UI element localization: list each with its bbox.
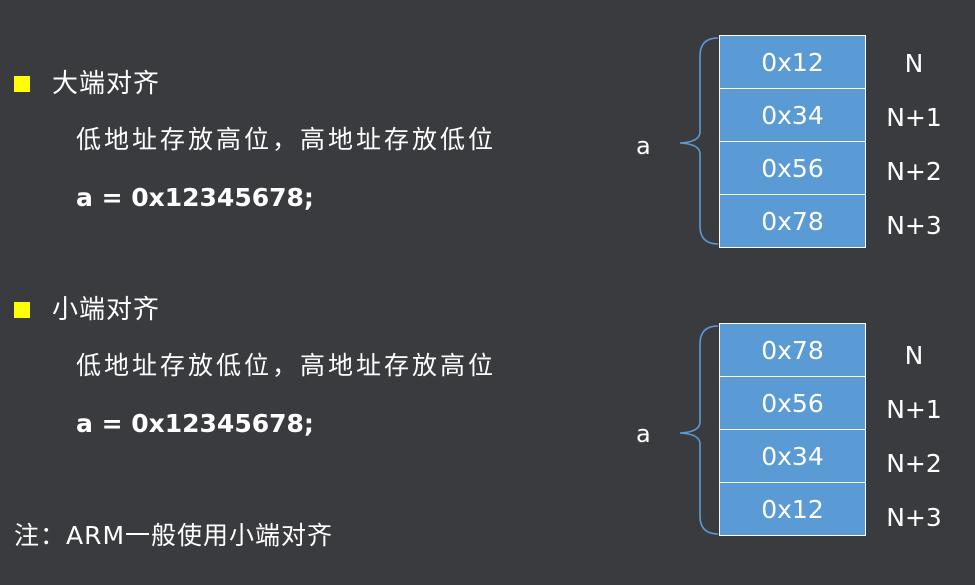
brace-little-endian	[679, 325, 719, 535]
code-big-endian: a = 0x12345678;	[76, 183, 314, 212]
address-label: N+2	[886, 448, 942, 478]
address-label: N+1	[886, 394, 942, 424]
address-label: N+2	[886, 156, 942, 186]
address-label: N	[904, 48, 924, 78]
address-label: N	[904, 340, 924, 370]
memory-cell: 0x56	[720, 377, 865, 430]
var-label-big-endian: a	[636, 132, 651, 160]
note-text: 注：ARM一般使用小端对齐	[14, 521, 334, 550]
memory-cell: 0x78	[720, 324, 865, 377]
memory-cell: 0x34	[720, 430, 865, 483]
memory-cell: 0x34	[720, 89, 865, 142]
bullet-big-endian	[14, 76, 30, 92]
description-big-endian: 低地址存放高位，高地址存放低位	[76, 125, 497, 154]
memory-cell: 0x12	[720, 483, 865, 536]
memory-cell: 0x56	[720, 142, 865, 195]
memory-cell: 0x12	[720, 36, 865, 89]
description-little-endian: 低地址存放低位，高地址存放高位	[76, 351, 497, 380]
code-little-endian: a = 0x12345678;	[76, 409, 314, 438]
memory-table-big-endian: 0x12 0x34 0x56 0x78	[719, 35, 866, 248]
memory-cell: 0x78	[720, 195, 865, 248]
address-label: N+3	[886, 502, 942, 532]
memory-table-little-endian: 0x78 0x56 0x34 0x12	[719, 323, 866, 536]
heading-little-endian: 小端对齐	[52, 295, 161, 325]
address-label: N+3	[886, 210, 942, 240]
heading-big-endian: 大端对齐	[52, 69, 161, 99]
address-column-big-endian: N N+1 N+2 N+3	[878, 36, 950, 252]
address-label: N+1	[886, 102, 942, 132]
bullet-little-endian	[14, 302, 30, 318]
address-column-little-endian: N N+1 N+2 N+3	[878, 328, 950, 544]
var-label-little-endian: a	[636, 420, 651, 448]
brace-big-endian	[679, 37, 719, 245]
